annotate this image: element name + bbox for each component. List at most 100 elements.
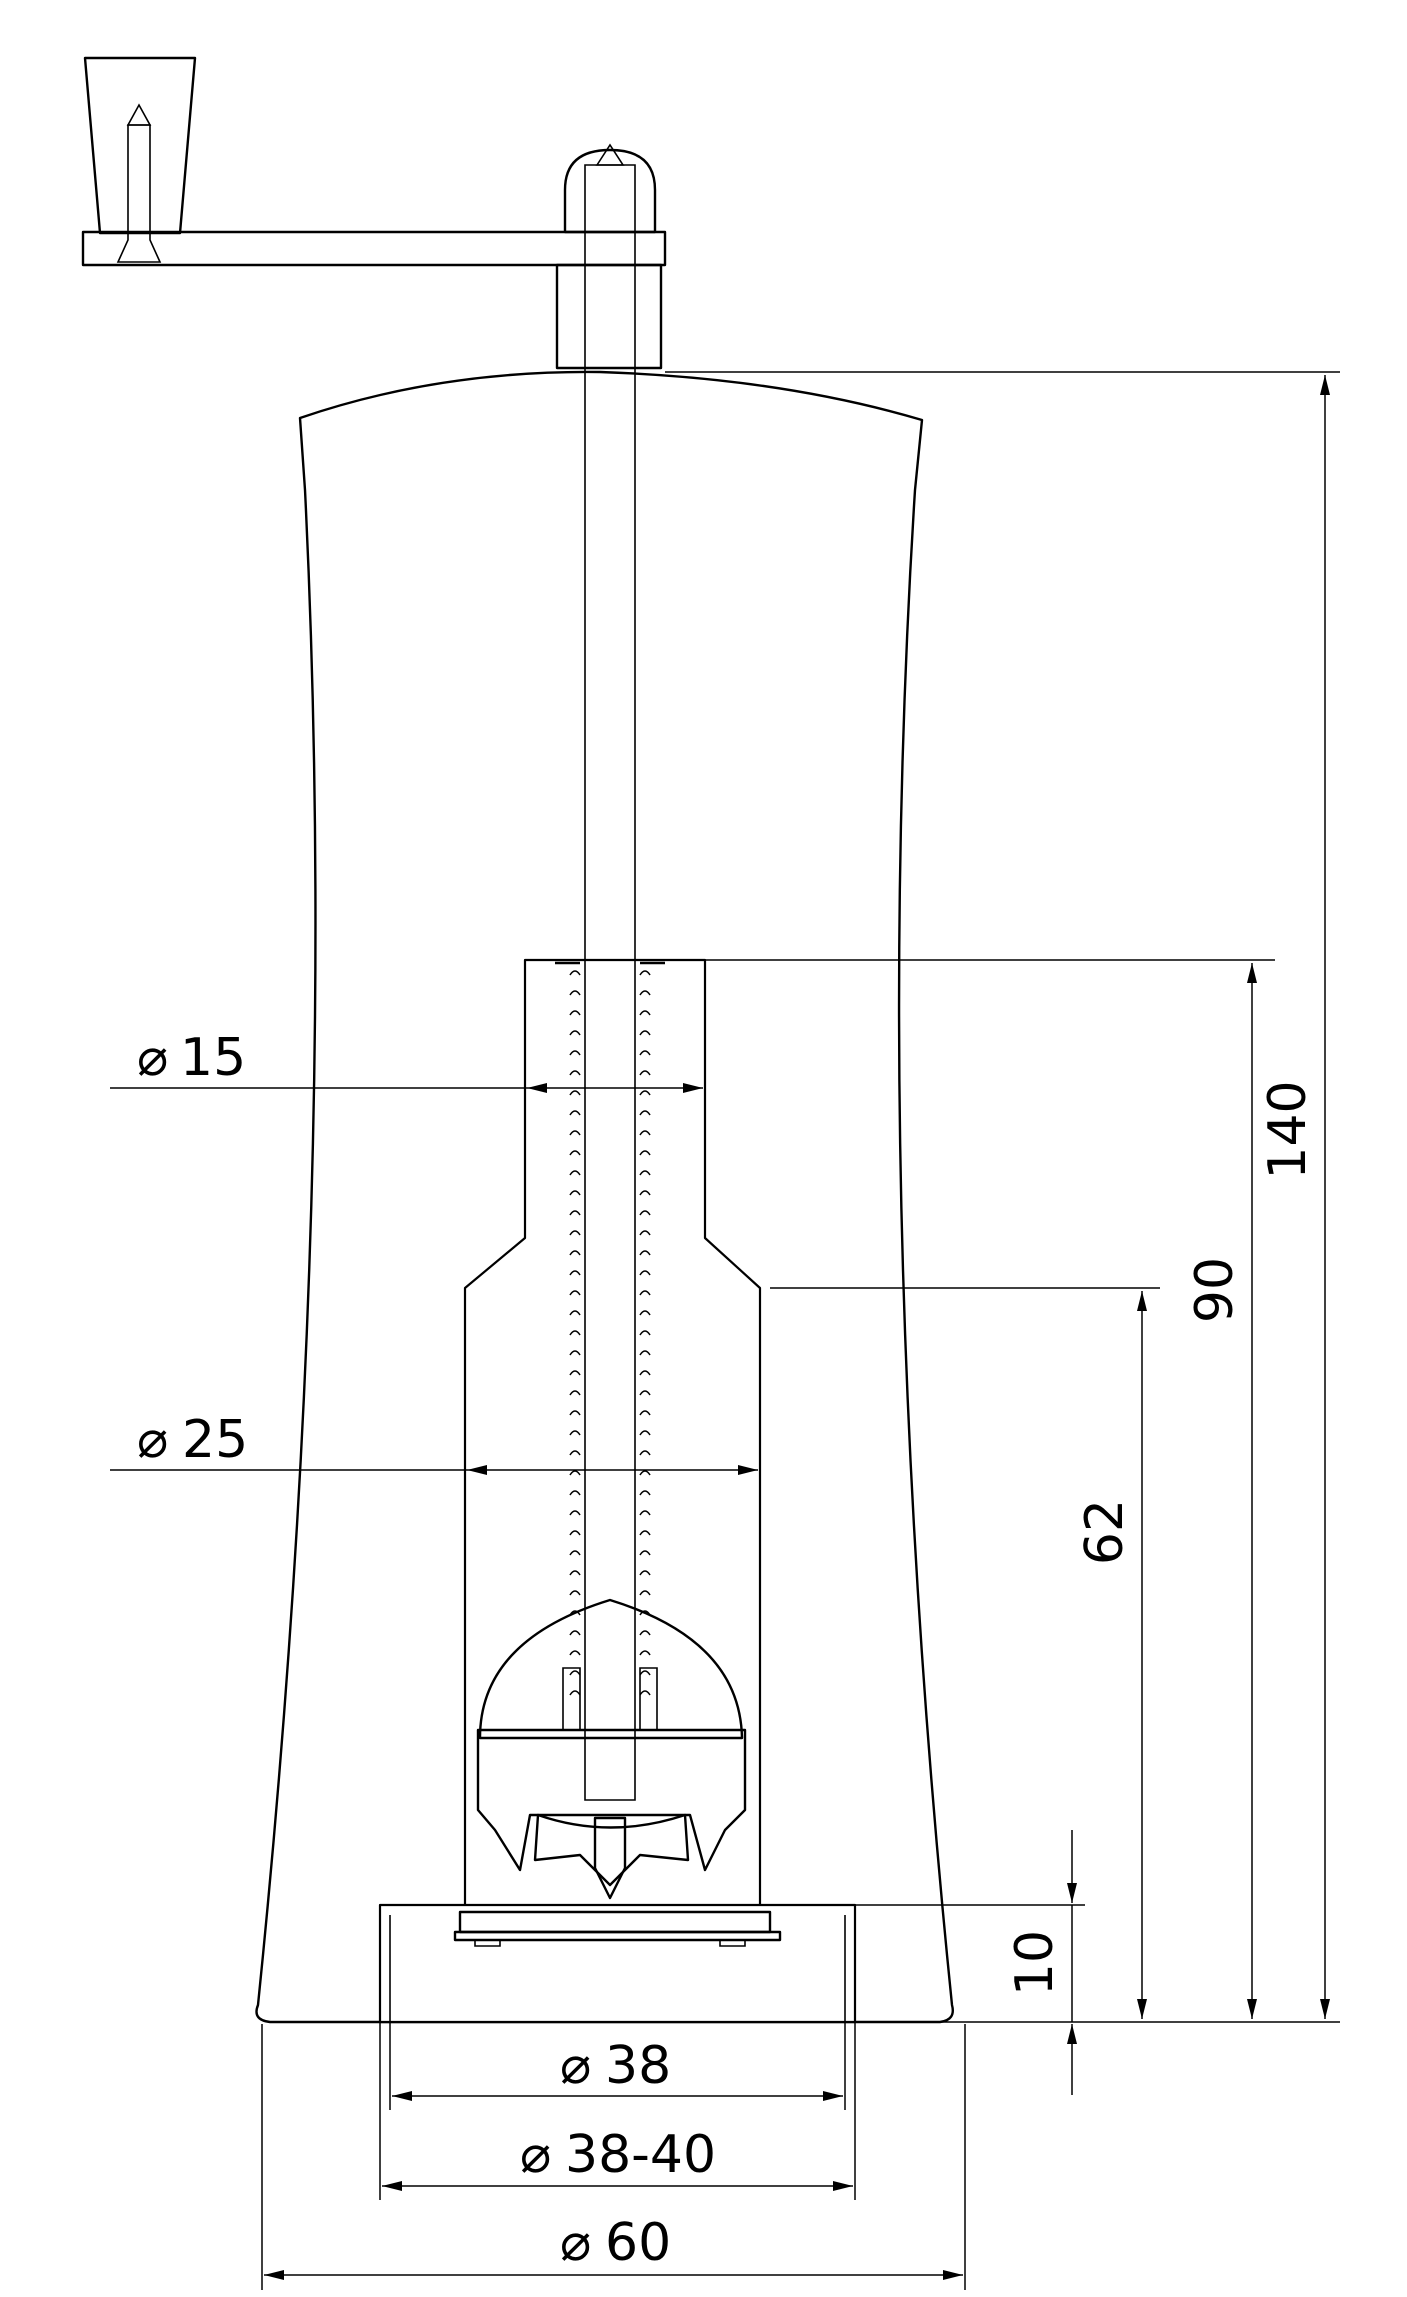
spring-coil: [569, 1310, 581, 1316]
spring-coil: [569, 1270, 581, 1276]
spring-coil: [569, 1230, 581, 1236]
upper-bore: [463, 958, 762, 2002]
spring-coil: [639, 1110, 651, 1116]
dim-label-90: 90: [1185, 1257, 1245, 1323]
shaft-assembly: [555, 143, 665, 1801]
dim-symbol-25: ⌀: [137, 1410, 168, 1470]
spring-coil: [569, 1690, 581, 1696]
dim-symbol-15: ⌀: [137, 1028, 168, 1088]
grinder-body: [255, 370, 954, 2024]
dim-symbol-38-40: ⌀: [520, 2125, 551, 2185]
spring-coil: [639, 1570, 651, 1576]
spring-coil: [569, 1050, 581, 1056]
spring-coil: [639, 1670, 651, 1676]
spring-coil: [639, 1410, 651, 1416]
shaft-tip: [595, 143, 625, 166]
spring-coil: [569, 970, 581, 976]
spring-coil: [569, 1030, 581, 1036]
shaft-collar: [555, 263, 663, 370]
dim-label-10: 10: [1005, 1930, 1065, 1996]
crank-arm: [81, 230, 667, 267]
spring-coil: [639, 1150, 651, 1156]
spring-coil: [639, 1390, 651, 1396]
spring-coil: [569, 1410, 581, 1416]
dim-symbol-60: ⌀: [560, 2213, 591, 2273]
spring-coil: [639, 1590, 651, 1596]
base-foot-l: [474, 1939, 501, 1947]
spring-coil: [569, 1250, 581, 1256]
spring-coil: [639, 1250, 651, 1256]
spring-coil: [639, 1070, 651, 1076]
base-recess: [378, 1903, 857, 2024]
spring-coil: [569, 1330, 581, 1336]
spring-coil: [639, 1350, 651, 1356]
spring-coil: [639, 1450, 651, 1456]
grinder-nut-l: [562, 1667, 581, 1731]
dim-label-140: 140: [1258, 1080, 1318, 1179]
spring-coil: [569, 1110, 581, 1116]
spring-coil: [639, 990, 651, 996]
spring-coil: [569, 1210, 581, 1216]
spring-coil: [569, 1450, 581, 1456]
dim-label-60: 60: [605, 2213, 671, 2273]
spring-coil: [569, 1170, 581, 1176]
knob-screw-tip: [126, 103, 152, 126]
base-plate-lower: [453, 1930, 782, 1942]
dim-symbol-38: ⌀: [560, 2036, 591, 2096]
spring-coil: [569, 1530, 581, 1536]
spring-coil: [639, 1190, 651, 1196]
dim-label-15: 15: [180, 1028, 246, 1088]
spring-coil: [639, 1430, 651, 1436]
spring-coil: [639, 1490, 651, 1496]
spring-coil: [639, 1550, 651, 1556]
spring-coil: [569, 1430, 581, 1436]
dim-label-38-40: 38-40: [565, 2125, 716, 2185]
spring-coil: [569, 1130, 581, 1136]
crank-knob: [83, 56, 197, 235]
spring: [569, 970, 651, 1696]
spring-coil: [569, 1290, 581, 1296]
spring-coil: [639, 1230, 651, 1236]
crank-nut: [563, 148, 657, 234]
spring-coil: [639, 1290, 651, 1296]
spring-coil: [569, 1490, 581, 1496]
spring-coil: [569, 1590, 581, 1596]
body-section: [255, 370, 954, 2024]
grinder-point: [593, 1816, 627, 1900]
crank-assembly: [81, 56, 667, 370]
spring-coil: [639, 1210, 651, 1216]
dim-label-62: 62: [1075, 1499, 1135, 1565]
spring-coil: [569, 1550, 581, 1556]
spring-coil: [569, 1390, 581, 1396]
spring-coil: [639, 1630, 651, 1636]
spring-coil: [569, 1070, 581, 1076]
dimensions: 140 90 62 10 ⌀ 15 ⌀ 25 ⌀ 38: [110, 371, 1340, 2290]
spring-coil: [569, 1670, 581, 1676]
spring-coil: [639, 1270, 651, 1276]
spring-coil: [569, 1510, 581, 1516]
spring-coil: [639, 1310, 651, 1316]
dim-label-38: 38: [605, 2036, 671, 2096]
knob-screw: [116, 124, 162, 263]
spring-coil: [639, 1370, 651, 1376]
spring-coil: [569, 1010, 581, 1016]
spring-coil: [569, 1190, 581, 1196]
grinder-nut-r: [639, 1667, 658, 1731]
spring-coil: [639, 1050, 651, 1056]
spring-coil: [639, 1650, 651, 1656]
spring-coil: [639, 1330, 651, 1336]
spring-coil: [639, 1010, 651, 1016]
spring-coil: [639, 1510, 651, 1516]
dim-label-25: 25: [182, 1410, 248, 1470]
grinder-head: [476, 1728, 747, 1872]
grinder-dome: [478, 1598, 744, 1740]
spring-coil: [639, 1530, 651, 1536]
grinding-mechanism: [453, 1598, 782, 1947]
spring-coil: [569, 1630, 581, 1636]
spring-coil: [569, 1370, 581, 1376]
spring-coil: [569, 1350, 581, 1356]
spring-coil: [639, 1130, 651, 1136]
spring-coil: [569, 1570, 581, 1576]
spring-coil: [569, 1150, 581, 1156]
